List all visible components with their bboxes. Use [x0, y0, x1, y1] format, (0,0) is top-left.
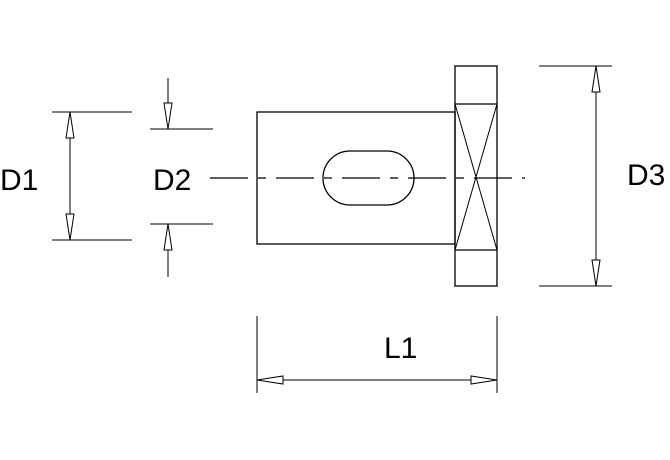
flange-cross-b: [454, 103, 498, 251]
dimension-d3: D3: [539, 65, 665, 287]
slot-outline: [322, 150, 415, 206]
l1-arrow-left: [256, 375, 284, 385]
l1-label: L1: [384, 332, 417, 365]
dimension-d1: D1: [0, 111, 132, 241]
flange-outline: [454, 65, 498, 287]
d2-arrow-bottom: [163, 223, 173, 251]
d2-arrow-top: [163, 102, 173, 130]
dimension-d2: D2: [150, 78, 213, 277]
l1-arrow-right: [470, 375, 498, 385]
d2-label: D2: [153, 164, 191, 197]
part-body: [210, 65, 525, 287]
d1-arrow-top: [65, 111, 75, 139]
d3-arrow-top: [591, 65, 601, 93]
d1-label: D1: [0, 164, 38, 197]
d3-arrow-bottom: [591, 259, 601, 287]
dimension-l1: L1: [256, 316, 498, 393]
d1-arrow-bottom: [65, 213, 75, 241]
d3-label: D3: [627, 159, 665, 192]
